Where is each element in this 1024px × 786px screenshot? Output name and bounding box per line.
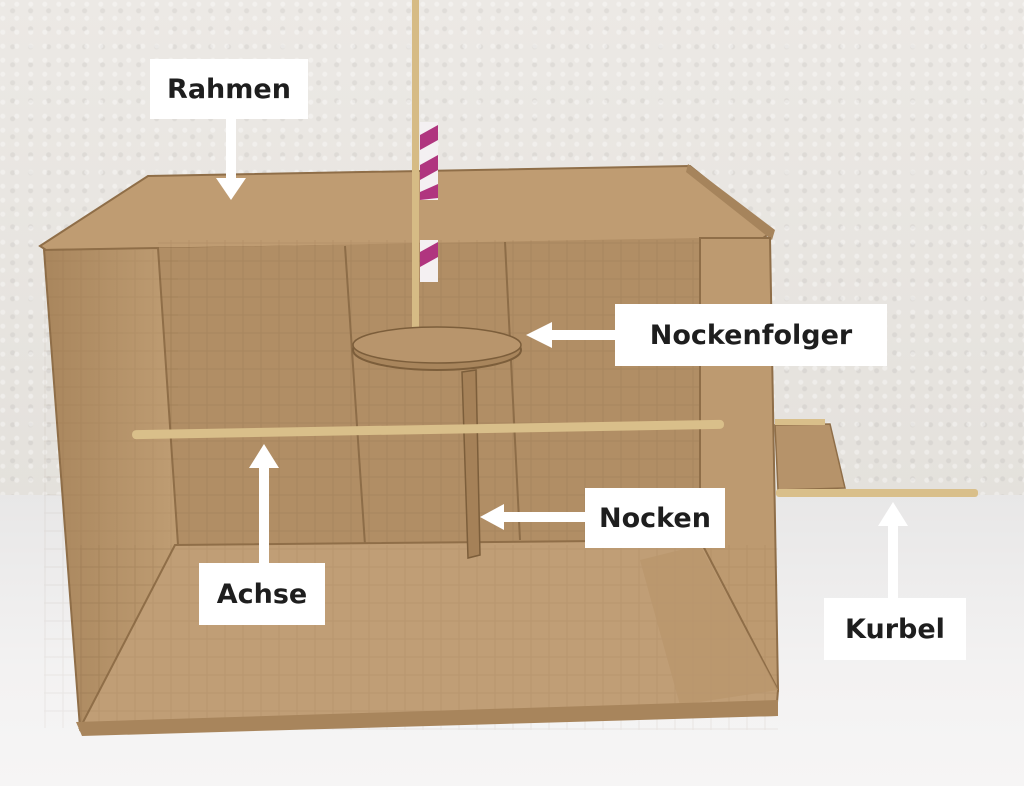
arrow-rahmen [216, 118, 246, 200]
label-nocken: Nocken [585, 488, 725, 548]
vertical-skewer [412, 0, 419, 340]
label-nockenfolger: Nockenfolger [615, 304, 887, 366]
crank-rod [776, 489, 978, 497]
box-top-panel [38, 164, 774, 252]
axle-rod [132, 419, 724, 440]
label-achse: Achse [199, 563, 325, 625]
crank-side-flap [774, 423, 846, 491]
box-top-flap [686, 164, 775, 240]
arrow-kurbel [878, 502, 908, 599]
label-rahmen: Rahmen [150, 59, 308, 119]
arrow-nocken [480, 504, 586, 530]
arrow-nockenfolger [526, 322, 616, 348]
cam-plate [461, 369, 481, 559]
arrow-achse [249, 444, 279, 565]
striped-straw [420, 122, 438, 282]
label-kurbel: Kurbel [824, 598, 966, 660]
